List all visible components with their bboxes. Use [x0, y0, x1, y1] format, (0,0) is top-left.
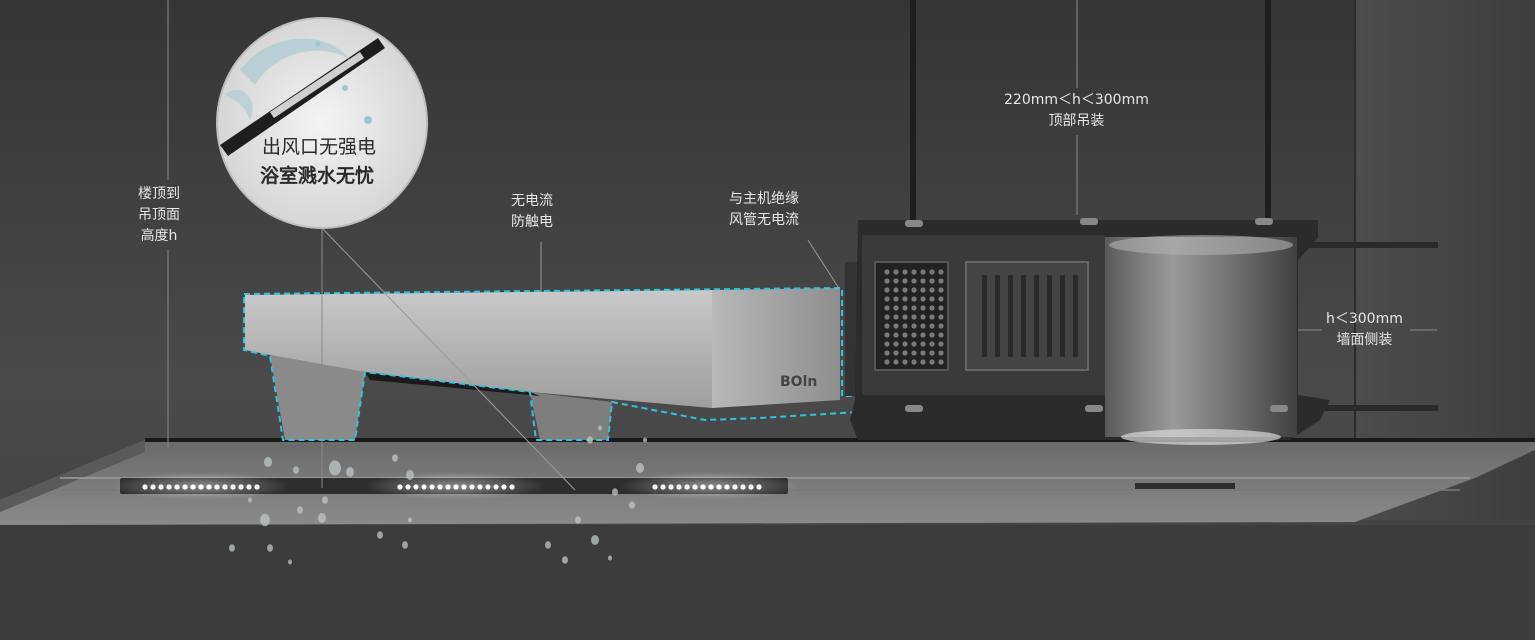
plenum-box-side	[712, 288, 840, 408]
room-below	[0, 525, 1535, 640]
brand-logo: BOln	[780, 374, 817, 390]
label-top-mount: 220mm＜h＜300mm 顶部吊装	[1004, 92, 1149, 129]
zoom-caption-line2: 浴室溅水无忧	[260, 165, 375, 187]
plenum-leg-right	[530, 392, 612, 440]
label-wall-mount: h＜300mm 墙面侧装	[1326, 311, 1403, 348]
water-droplets	[229, 425, 647, 565]
label-no-current-body: 无电流 防触电	[511, 193, 553, 230]
zoom-callout-circle	[216, 17, 428, 229]
led-strip	[142, 484, 762, 490]
blower-motor	[1105, 237, 1297, 437]
label-ceiling-height: 楼顶到 吊顶面 高度h	[138, 186, 180, 244]
plenum-box-front	[245, 290, 712, 408]
side-wall	[1355, 0, 1535, 520]
no-current-outline	[243, 286, 859, 441]
zoom-caption-line1: 出风口无强电	[262, 136, 377, 158]
plenum-leg-left	[270, 355, 365, 440]
zoom-outlet-detail	[220, 38, 385, 156]
label-insulated-duct: 与主机绝缘 风管无电流	[729, 191, 799, 228]
